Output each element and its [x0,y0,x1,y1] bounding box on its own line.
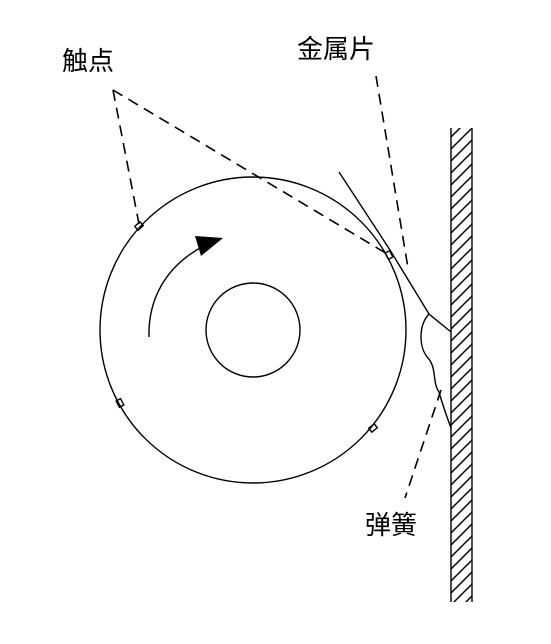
hatched-wall [450,128,473,602]
leader-contact-left [112,89,140,225]
contact-point [384,249,394,261]
contact-point [133,220,145,232]
contact-point [367,422,379,434]
label-metal-strip: 金属片 [297,35,375,65]
leader-spring [404,389,442,499]
metal-strip [338,171,452,333]
rotor-hub [205,282,301,378]
curved-arrow-clockwise-icon [148,236,223,338]
label-contact: 触点 [62,47,114,77]
contact-points [115,220,394,434]
leader-contact-right [112,89,390,256]
spring [420,313,452,429]
leader-lines [112,75,442,499]
contact-point [115,397,125,409]
leader-metal-strip [375,75,409,269]
rotor-disc [99,176,407,484]
label-spring: 弹簧 [365,511,417,541]
